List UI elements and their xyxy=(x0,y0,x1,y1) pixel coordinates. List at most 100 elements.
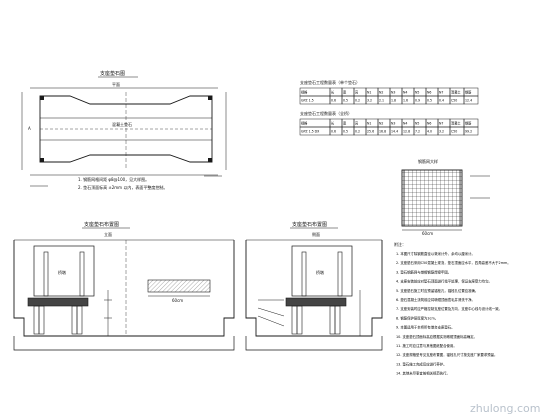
bearing-band xyxy=(147,279,211,293)
table1-cell: 12.4 xyxy=(465,99,472,103)
table1-cell: 0.4 xyxy=(439,99,444,103)
table1-head: N3 xyxy=(391,91,395,95)
note-line: 4. 支座安装前应对垫石顶面进行找平处理，保证支座受力均匀。 xyxy=(396,279,492,284)
table2-cell: 7.2 xyxy=(415,130,420,134)
table2-head: 高 xyxy=(355,121,358,126)
table2-head: N5 xyxy=(415,122,419,126)
section-right-subtitle: 侧面 xyxy=(312,231,320,237)
table1-head: 高 xyxy=(355,90,358,95)
note-line: 8. 钢筋保护层厚度为3cm。 xyxy=(396,315,438,320)
section-left-subtitle: 立面 xyxy=(104,231,112,237)
notes-lines: 1. 本图尺寸除钢筋直径以毫米计外，余均以厘米计。 2. 支座垫石采用C50混凝土… xyxy=(396,251,511,376)
note-line: 9. 本图适用于本桥所有墩台支座垫石。 xyxy=(396,325,455,330)
plan-note-2: 2. 垫石顶面标高 ±2mm 以内，表面平整度控制。 xyxy=(78,184,167,190)
table2-cell: 25.6 xyxy=(367,130,374,134)
note-line: 2. 支座垫石采用C50混凝土现浇，垫石顶面应水平，四角高差不大于2mm。 xyxy=(396,260,511,265)
table2-head: 规格 xyxy=(301,121,308,126)
table2-cell: 99.2 xyxy=(465,130,472,134)
plan-center-label: 混凝土垫石 xyxy=(112,121,132,127)
table1-head: 钢筋 xyxy=(465,90,471,95)
table2-head: 宽 xyxy=(343,121,347,126)
section-left-label: 桥墩 xyxy=(58,269,66,275)
table1-cell-box xyxy=(463,95,479,105)
table1-head: N7 xyxy=(439,91,443,95)
table2-head: N1 xyxy=(367,122,371,126)
table2-head: N3 xyxy=(391,122,395,126)
table1-cell: 0.2 xyxy=(355,99,360,103)
table2-cell: 16.8 xyxy=(379,130,386,134)
table1-head: N4 xyxy=(403,91,407,95)
table1-head: 混凝土 xyxy=(451,90,461,95)
table1-cell: 0.5 xyxy=(343,99,348,103)
section-left-title: 支座垫石布置图 xyxy=(84,221,119,228)
plan-view-subtitle: 平面 xyxy=(112,82,120,87)
plan-view-title: 支座垫石图 xyxy=(100,70,125,77)
rebar-mesh xyxy=(401,169,463,227)
note-line: 11. 施工时应注意与其他图纸配合使用。 xyxy=(396,343,457,348)
note-line: 6. 垫石混凝土浇筑前应将墩帽顶面凿毛并清洗干净。 xyxy=(396,297,475,302)
plan-view: 支座垫石图 平面 混凝土垫石 A 1. 钢筋网格间距 φ8@100，见大样图。 … xyxy=(21,70,227,190)
table2-head: N2 xyxy=(379,122,383,126)
table1-cell: 2.1 xyxy=(379,99,384,103)
note-line: 1. 本图尺寸除钢筋直径以毫米计外，余均以厘米计。 xyxy=(396,251,475,256)
note-line: 5. 支座垫石施工时应预留锚栓孔，锚栓孔位置应准确。 xyxy=(396,288,478,293)
table2-head: N6 xyxy=(427,122,431,126)
table1-head: N5 xyxy=(415,91,419,95)
table1-cell: 1.8 xyxy=(391,99,396,103)
table2-head: N4 xyxy=(403,122,407,126)
table2-cell: 14.4 xyxy=(391,130,398,134)
table1-head: 长 xyxy=(331,90,335,95)
note-line: 7. 支座安装时应严格控制支座位置及方向，支座中心线与设计线一致。 xyxy=(396,306,502,311)
table2-cell: 0.5 xyxy=(343,130,348,134)
table2-cell-box xyxy=(463,126,479,136)
section-left-dim: 60cm xyxy=(172,298,183,303)
table2-cell: 3.2 xyxy=(439,130,444,134)
bearing-plate-right xyxy=(285,297,347,307)
table1-cell: C50 xyxy=(451,99,457,103)
table1-head: 宽 xyxy=(343,90,347,95)
table2-cell: 0.2 xyxy=(355,130,360,134)
section-right: 支座垫石布置图 侧面 桥墩 xyxy=(245,221,383,351)
table2-head: 混凝土 xyxy=(451,121,461,126)
detail-title: 钢筋网大样 xyxy=(418,158,438,164)
note-line: 10. 支座垫石顶面标高应根据实测墩帽顶面标高确定。 xyxy=(396,334,477,339)
plan-note-1: 1. 钢筋网格间距 φ8@100，见大样图。 xyxy=(78,176,149,182)
table1-cell: GPZ 1.5 xyxy=(301,99,314,103)
note-line: 14. 其他未尽事宜按相关规范执行。 xyxy=(396,371,450,376)
table1-head: N2 xyxy=(379,91,383,95)
notes: 附注： 1. 本图尺寸除钢筋直径以毫米计外，余均以厘米计。 2. 支座垫石采用C5… xyxy=(394,241,511,376)
rebar-detail: 钢筋网大样 60cm xyxy=(401,158,490,236)
table1-cell: 1.6 xyxy=(403,99,408,103)
notes-heading: 附注： xyxy=(394,241,406,247)
table1-title: 支座垫石工程数量表（单个垫石） xyxy=(300,79,360,85)
table1-head: N6 xyxy=(427,91,431,95)
section-left: 支座垫石布置图 立面 桥墩 60cm xyxy=(13,221,235,351)
table1-cell: 0.6 xyxy=(331,99,336,103)
watermark: zhulong.com xyxy=(470,402,540,415)
note-line: 3. 垫石钢筋网与墩帽钢筋焊接牢固。 xyxy=(396,269,451,274)
table1-head: N1 xyxy=(367,91,371,95)
section-right-title: 支座垫石布置图 xyxy=(292,221,327,228)
table2-head: 钢筋 xyxy=(465,121,471,126)
table2-cell: GPZ 1.5 DX xyxy=(301,130,320,134)
bearing-plate xyxy=(27,297,89,307)
table2: 规格 GPZ 1.5 DX 长 0.6 宽 0.5 高 0.2 N1 25.6 N2 16.8 N3 14… xyxy=(299,118,479,136)
table2-cell: 0.6 xyxy=(331,130,336,134)
table1-head: 规格 xyxy=(301,90,308,95)
table2-cell: 12.8 xyxy=(403,130,410,134)
table1: 规格 GPZ 1.5 长 0.6 宽 0.5 高 0.2 N1 3.2 N2 2.1 N3 1.8 N4 1.… xyxy=(299,87,479,105)
table2-cell: C50 xyxy=(451,130,457,134)
detail-dim: 60cm xyxy=(422,231,433,236)
note-line: 13. 垫石施工完成后应进行养护。 xyxy=(396,361,447,366)
plan-label-a: A xyxy=(28,126,31,131)
note-line: 12. 支座规格型号见支座布置图，锚栓孔尺寸按支座厂家要求预留。 xyxy=(396,352,497,357)
table2-head: 长 xyxy=(331,121,335,126)
table1-cell: 3.2 xyxy=(367,99,372,103)
table1-cell: 0.5 xyxy=(427,99,432,103)
table1-cell: 0.9 xyxy=(415,99,420,103)
section-right-label: 桥墩 xyxy=(316,269,324,275)
table2-cell: 4.0 xyxy=(427,130,432,134)
table2-head: N7 xyxy=(439,122,443,126)
